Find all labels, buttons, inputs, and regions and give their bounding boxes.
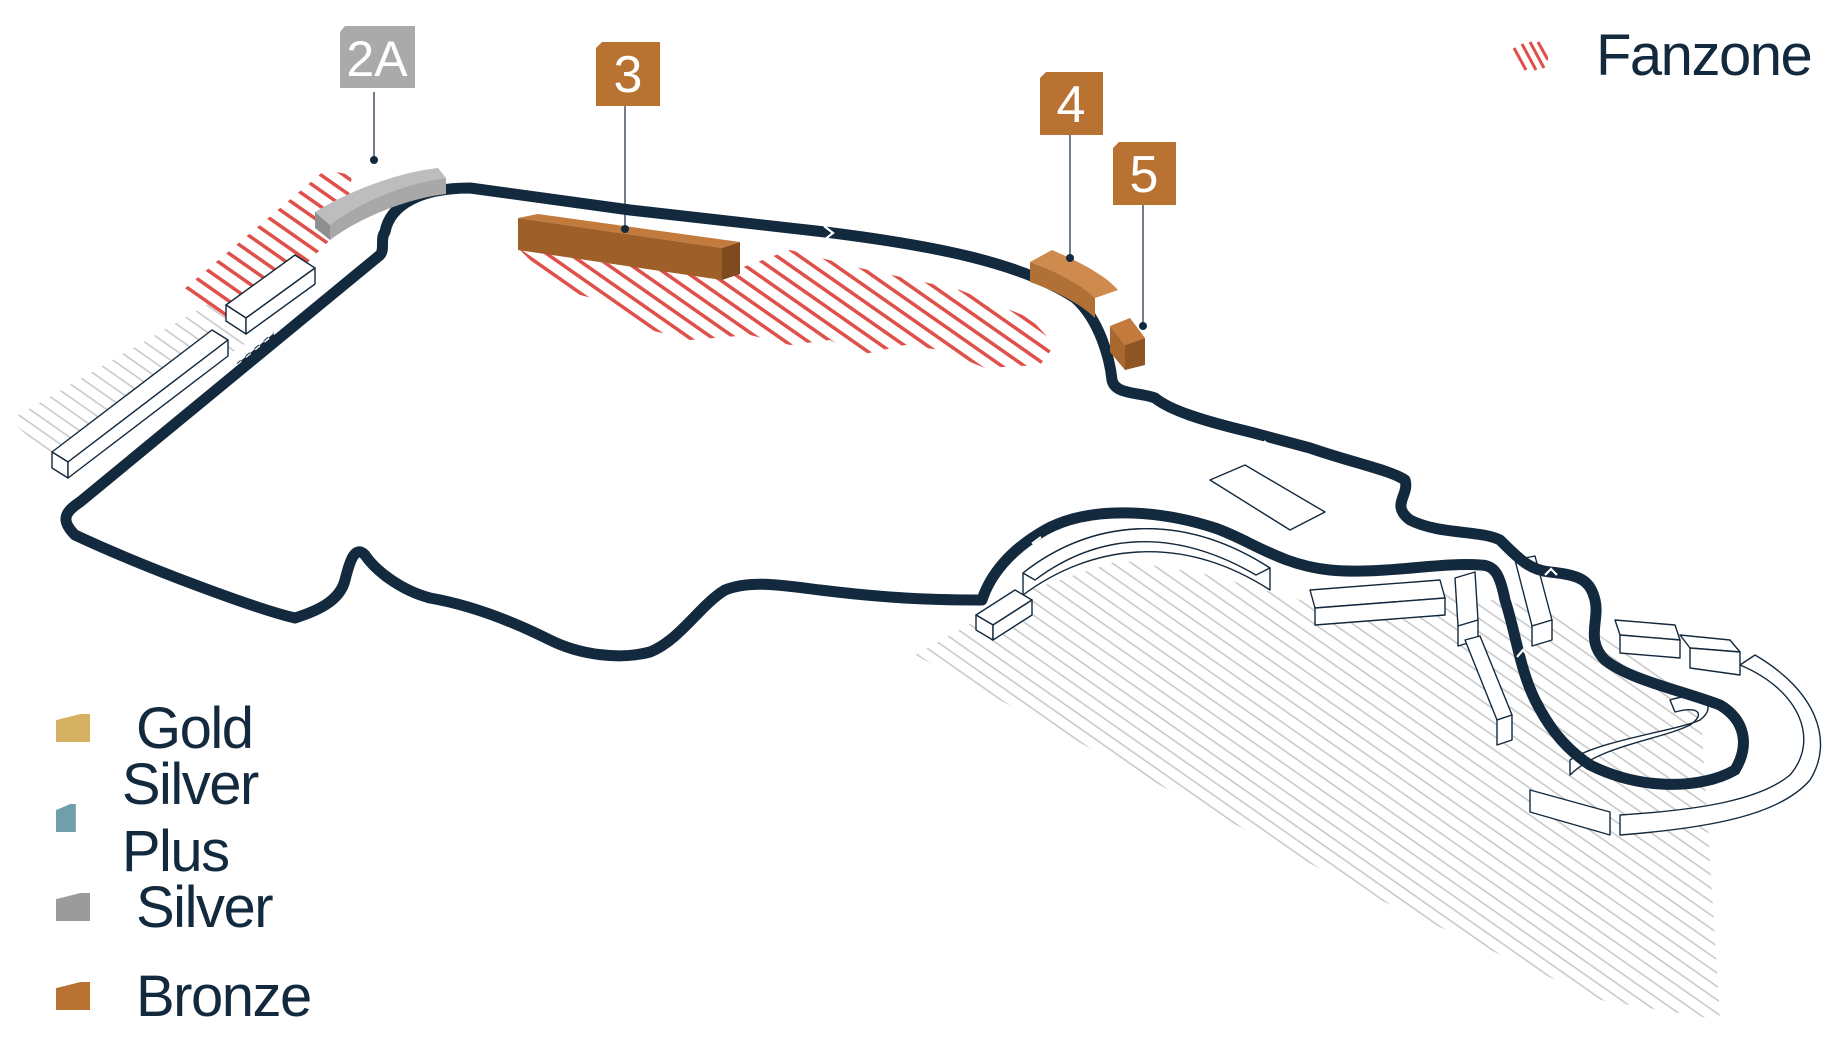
legend-label-silver: Silver [136,874,274,940]
marker-4-label: 4 [1057,76,1086,134]
silver-swatch [56,893,90,921]
marker-4[interactable]: 4 [1040,72,1103,135]
legend-item-bronze: Bronze [56,964,312,1029]
fanzone-label: Fanzone [1596,23,1813,88]
direction-arrows [486,225,1558,658]
race-track [60,182,1749,790]
marker-3-label: 3 [614,46,643,104]
marker-3[interactable]: 3 [596,42,660,106]
fanzone-legend: Fanzone [1512,22,1813,89]
legend-item-silver-plus: Silver Plus [56,752,272,884]
marker-5[interactable]: 5 [1113,142,1176,205]
silver-plus-swatch [56,804,76,832]
stand-3 [518,214,740,280]
legend-label-silver-plus: Silver Plus [121,752,260,884]
marker-dots [370,156,1147,330]
fanzone-swatch [1512,40,1548,71]
legend-label-gold: Gold [136,695,254,761]
start-finish-line [236,332,282,373]
stand-5 [1110,318,1145,370]
fanzone-areas [183,170,1055,368]
legend-item-silver: Silver [56,875,274,940]
marker-leaders [373,92,1144,325]
ground-hatching [10,300,1720,1020]
gold-swatch [56,714,90,742]
marker-5-label: 5 [1130,146,1159,204]
buildings [51,254,1822,836]
marker-2a[interactable]: 2A [340,26,415,88]
bronze-swatch [56,982,90,1010]
legend-label-bronze: Bronze [136,963,312,1029]
stand-4 [1030,250,1118,318]
stand-2a [315,168,446,240]
marker-2a-label: 2A [346,31,408,87]
legend-item-gold: Gold [56,696,254,761]
